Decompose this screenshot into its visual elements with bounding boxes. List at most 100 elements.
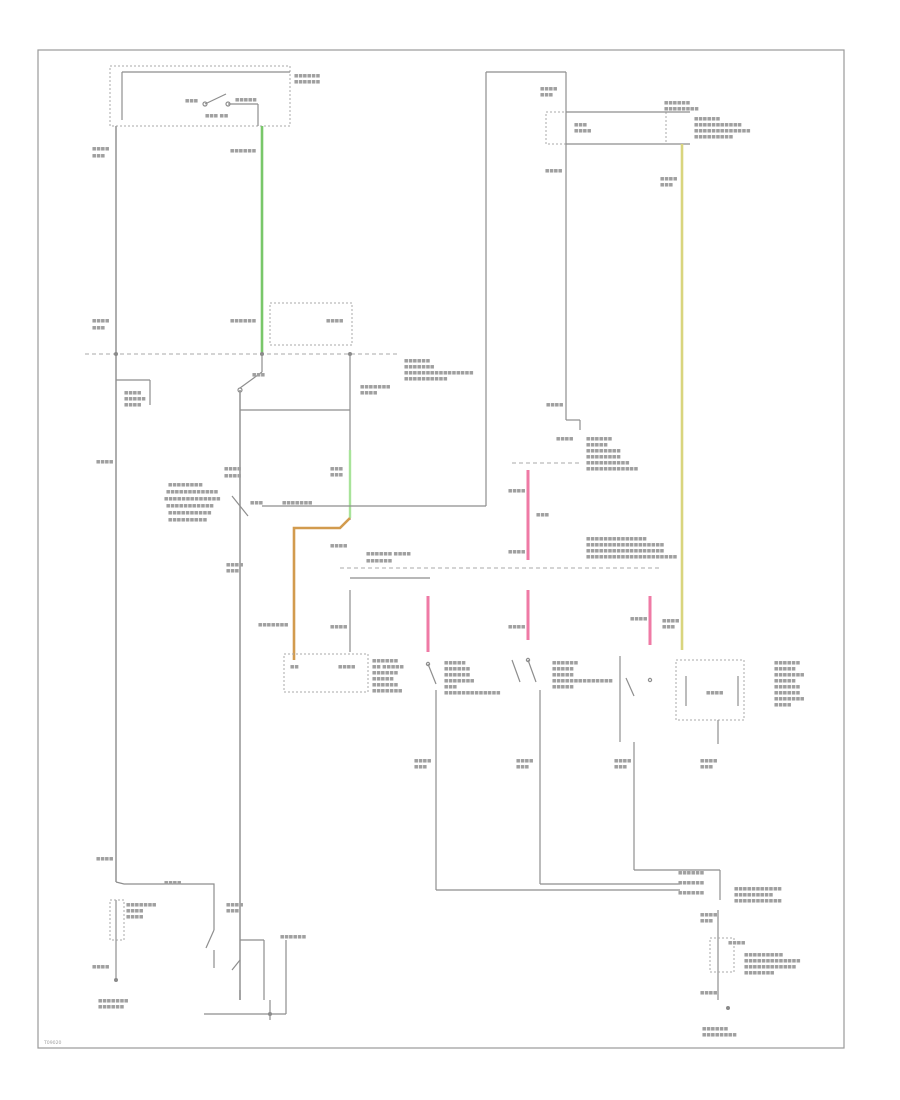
svg-text:■■■■■: ■■■■■ — [552, 673, 574, 678]
svg-text:■■■■■■■■: ■■■■■■■■ — [586, 449, 621, 454]
svg-text:■■■■: ■■■■ — [126, 909, 143, 914]
svg-text:■■■■■■■■■■■■■■: ■■■■■■■■■■■■■■ — [586, 537, 647, 542]
svg-text:■■■: ■■■ — [414, 765, 427, 770]
svg-text:■■■■■■: ■■■■■■ — [678, 891, 704, 896]
svg-text:■■■■: ■■■■ — [614, 759, 631, 764]
svg-text:■■■■■■■■■■■■■■■■■■: ■■■■■■■■■■■■■■■■■■ — [586, 549, 664, 554]
connector-divider: ■■■■■■ ■■■■ ■■■■■■ ■■■■■■■■■■■■■■ ■■■■■■… — [340, 537, 677, 579]
svg-text:■■■■■■: ■■■■■■ — [774, 661, 800, 666]
svg-text:■■■■■■■■■■■■■■■■■■■■■: ■■■■■■■■■■■■■■■■■■■■■ — [586, 555, 677, 560]
svg-text:■■■■■■: ■■■■■■ — [586, 437, 612, 442]
svg-text:■■■: ■■■ — [226, 909, 239, 914]
svg-text:■■■■■■■: ■■■■■■■ — [98, 999, 128, 1004]
svg-text:■■■■■■■■■■■: ■■■■■■■■■■■ — [734, 899, 782, 904]
svg-text:■■■■■■: ■■■■■■ — [552, 661, 578, 666]
bottom-right-component: ■■■■ ■■■ ■■■■ ■■■■■■■■■ ■■■■■■■■■■■■■ ■■… — [700, 910, 800, 1038]
svg-text:■■■■: ■■■■ — [226, 563, 243, 568]
svg-text:■■■■■■■■■■■■■: ■■■■■■■■■■■■■ — [444, 691, 500, 696]
svg-text:■■■■■■: ■■■■■■ — [230, 149, 256, 154]
svg-text:■■■■: ■■■■ — [326, 319, 343, 324]
svg-text:■■■■■■: ■■■■■■ — [664, 101, 690, 106]
svg-text:■■■■: ■■■■ — [546, 403, 563, 408]
left-main-wire: ■■■■ ■■■ ■■■■ ■■■ ■■■■ ■■■■ — [92, 126, 117, 882]
svg-text:■■■■: ■■■■ — [360, 391, 377, 396]
svg-text:■■■■: ■■■■ — [700, 991, 717, 996]
svg-text:■■■■■■■■■■■■■: ■■■■■■■■■■■■■ — [164, 497, 220, 502]
svg-text:■■■■: ■■■■ — [126, 915, 143, 920]
main-relay-contacts: ■■■ ■■■■ ■■■■■ ■■■■ — [114, 352, 352, 1000]
svg-text:■■■■: ■■■■ — [508, 489, 525, 494]
svg-text:■■■■: ■■■■ — [556, 437, 573, 442]
svg-text:■■■■■■■■■■■■: ■■■■■■■■■■■■ — [586, 467, 638, 472]
svg-text:■■■■■■: ■■■■■■ — [372, 659, 398, 664]
svg-text:■■■■■■■: ■■■■■■■ — [774, 673, 804, 678]
svg-text:■■■: ■■■ — [614, 765, 627, 770]
svg-text:■■■■■■: ■■■■■■ — [404, 359, 430, 364]
svg-text:■■■■: ■■■■ — [224, 474, 241, 479]
svg-text:■■■■■■■■■■■: ■■■■■■■■■■■ — [734, 887, 782, 892]
bottom-bus: ■■■■■■ ■■■■■■ ■■■■■■ ■■■■■■■■■■■ ■■■■■■■… — [436, 869, 782, 904]
svg-text:■■■■: ■■■■ — [92, 319, 109, 324]
svg-text:■■■■■■■: ■■■■■■■ — [282, 501, 312, 506]
svg-text:■■■: ■■■ — [330, 473, 343, 478]
svg-text:■■■: ■■■ — [252, 373, 265, 378]
svg-text:■■■■: ■■■■ — [414, 759, 431, 764]
svg-text:■■■: ■■■ — [662, 625, 675, 630]
svg-text:■■■: ■■■ — [444, 685, 457, 690]
svg-text:■■■■■■■■: ■■■■■■■■ — [702, 1033, 737, 1038]
svg-text:■■■■■■■■■: ■■■■■■■■■ — [734, 893, 773, 898]
svg-text:■■■■■■■: ■■■■■■■ — [444, 679, 474, 684]
svg-text:■■■■: ■■■■ — [330, 544, 347, 549]
svg-text:■■■■: ■■■■ — [124, 403, 141, 408]
svg-text:■■■■■■■: ■■■■■■■ — [360, 385, 390, 390]
svg-text:■■■: ■■■ — [700, 919, 713, 924]
svg-text:■■■■■■■■■■■■■■: ■■■■■■■■■■■■■■ — [552, 679, 613, 684]
svg-text:■■■■■: ■■■■■ — [552, 667, 574, 672]
svg-text:■■■■■■: ■■■■■■ — [678, 871, 704, 876]
svg-text:■■■■■■: ■■■■■■ — [98, 1005, 124, 1010]
orange-wire: ■■■■■■■ — [258, 517, 351, 660]
svg-text:■■■: ■■■ — [92, 326, 105, 331]
svg-text:■■■■: ■■■■ — [516, 759, 533, 764]
svg-text:■■■■: ■■■■ — [540, 87, 557, 92]
svg-text:■■■■■■■■■: ■■■■■■■■■ — [168, 518, 207, 523]
yellow-wire: ■■■■ ■■■ ■■■■ ■■■ — [660, 144, 684, 650]
svg-text:■■■■■■: ■■■■■■ — [444, 667, 470, 672]
svg-text:■■■: ■■■ — [330, 467, 343, 472]
svg-text:■■■■: ■■■■ — [660, 177, 677, 182]
svg-text:■■■■■■: ■■■■■■ — [372, 671, 398, 676]
svg-text:■■■■■■■■■■■■■: ■■■■■■■■■■■■■ — [694, 129, 750, 134]
svg-text:■■■■■■■■■■■■■■■■■■: ■■■■■■■■■■■■■■■■■■ — [586, 543, 664, 548]
svg-text:■■■■■■: ■■■■■■ — [702, 1027, 728, 1032]
svg-text:■■■: ■■■ — [574, 123, 587, 128]
svg-text:■■■■: ■■■■ — [700, 913, 717, 918]
svg-text:■■■■■■■■■■■■■: ■■■■■■■■■■■■■ — [744, 959, 800, 964]
svg-text:■■■■■■■■■: ■■■■■■■■■ — [744, 953, 783, 958]
svg-text:■■■■■■: ■■■■■■ — [444, 673, 470, 678]
svg-text:■■■■■■■■■■: ■■■■■■■■■■ — [168, 511, 211, 516]
svg-text:■■■■■■: ■■■■■■ — [694, 117, 720, 122]
svg-text:■■■■■: ■■■■■ — [774, 679, 796, 684]
svg-text:■■■■■■: ■■■■■■ — [678, 881, 704, 886]
svg-text:■■■: ■■■ — [536, 513, 549, 518]
svg-text:■■■■■: ■■■■■ — [372, 677, 394, 682]
diagram-id: T09020 — [43, 1040, 61, 1046]
svg-text:■■■■: ■■■■ — [96, 857, 113, 862]
svg-text:■■■: ■■■ — [92, 154, 105, 159]
svg-text:■■■■: ■■■■ — [92, 965, 109, 970]
svg-text:■■■: ■■■ — [540, 93, 553, 98]
svg-text:■■■■■: ■■■■■ — [552, 685, 574, 690]
svg-text:■■■■■■■■■■: ■■■■■■■■■■ — [586, 461, 629, 466]
svg-text:■■■■■■■■: ■■■■■■■■ — [664, 107, 699, 112]
svg-text:■■■■■■■: ■■■■■■■ — [744, 971, 774, 976]
svg-text:■■■■: ■■■■ — [330, 625, 347, 630]
svg-text:■■■■■■: ■■■■■■ — [372, 683, 398, 688]
control-module-box: ■■ ■■■■ ■■■■■■ ■■ ■■■■■ ■■■■■■ ■■■■■ ■■■… — [283, 653, 404, 694]
left-connector-labels: ■■■■■■■■ ■■■■■■■■■■■■ ■■■■■■■■■■■■■ ■■■■… — [164, 467, 249, 574]
svg-text:■■■■: ■■■■ — [92, 147, 109, 152]
diagram-border — [37, 49, 845, 1049]
svg-text:■■■■: ■■■■ — [545, 169, 562, 174]
svg-text:■■■■■■: ■■■■■■ — [774, 685, 800, 690]
svg-text:■■■■■■■: ■■■■■■■ — [372, 689, 402, 694]
svg-text:■■ ■■■■■: ■■ ■■■■■ — [372, 665, 404, 670]
